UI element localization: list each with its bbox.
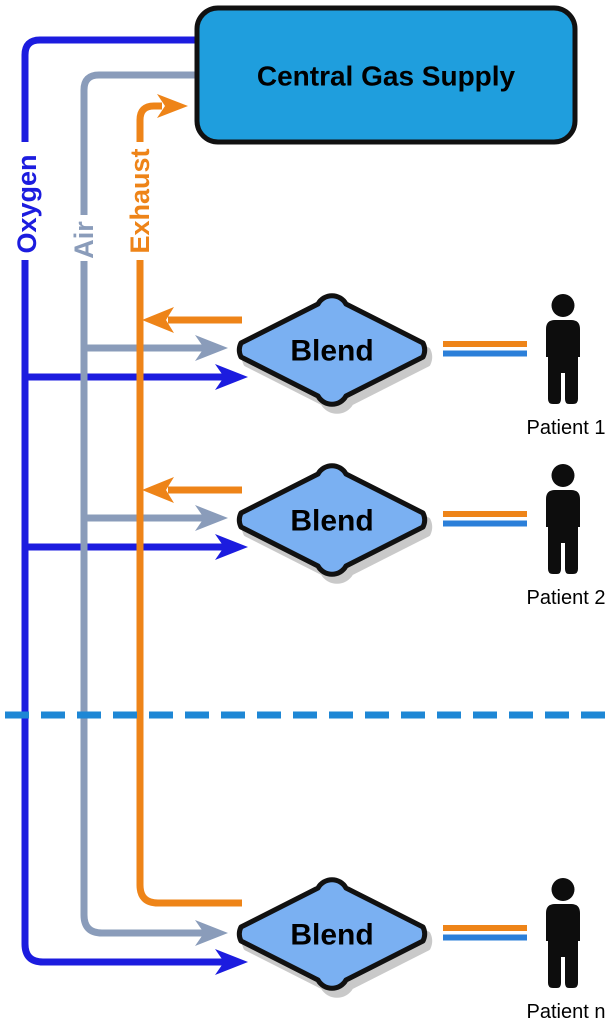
blend-n-diamond — [236, 877, 428, 991]
blend-1-diamond — [236, 293, 428, 407]
central-gas-supply-shape — [194, 5, 578, 145]
oxygen-label: Oxygen — [12, 154, 42, 253]
central-gas-supply-box: Central Gas Supply — [194, 5, 578, 145]
patient-2-label: Patient 2 — [527, 587, 606, 609]
exhaust-label: Exhaust — [125, 148, 155, 253]
air-arrowhead-patient1 — [195, 335, 228, 361]
oxygen-main-line — [21, 260, 226, 966]
central-gas-supply-title: Central Gas Supply — [257, 61, 516, 92]
oxygen-arrowhead-patient2 — [215, 534, 248, 560]
patient-n-person-icon — [546, 878, 580, 988]
patient-1-label: Patient 1 — [527, 417, 606, 439]
blend-2-diamond — [236, 463, 428, 577]
blend-2-label: Blend — [290, 505, 373, 538]
blend-unit-1: Blend — [236, 293, 527, 414]
air-arrowhead-patientn — [195, 920, 228, 946]
air-top-connector — [80, 71, 200, 215]
air-main-line — [80, 261, 204, 937]
patient-1-person-icon — [546, 294, 580, 404]
air-label: Air — [69, 221, 99, 259]
air-line-group — [80, 71, 228, 946]
oxygen-arrowhead-patientn — [215, 949, 248, 975]
air-arrowhead-patient2 — [195, 505, 228, 531]
exhaust-line-group — [136, 94, 242, 907]
blend-n-label: Blend — [290, 919, 373, 952]
patient-n-label: Patient n — [527, 1001, 606, 1023]
exhaust-top-hook — [136, 102, 162, 142]
exhaust-arrowhead-patient2 — [142, 477, 174, 503]
oxygen-arrowhead-patient1 — [215, 364, 248, 390]
oxygen-line-group — [21, 36, 248, 975]
patient-2: Patient 2 — [527, 464, 606, 609]
exhaust-arrowhead-supply — [157, 94, 188, 118]
patient-n: Patient n — [527, 878, 606, 1023]
oxygen-top-connector — [21, 36, 200, 142]
exhaust-arrowhead-patient1 — [142, 307, 174, 333]
patient-2-person-icon — [546, 464, 580, 574]
exhaust-main-line — [136, 260, 242, 907]
blend-1-label: Blend — [290, 335, 373, 368]
blend-unit-2: Blend — [236, 463, 527, 584]
patient-1: Patient 1 — [527, 294, 606, 439]
blend-unit-n: Blend — [236, 877, 527, 998]
